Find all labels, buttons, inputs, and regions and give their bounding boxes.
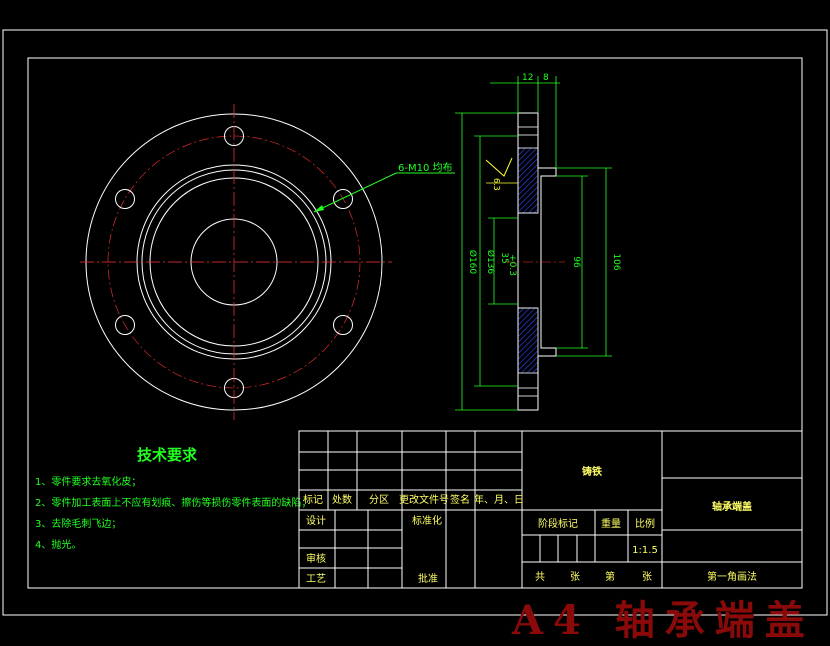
section-view: 12 8 Ø160 Ø136 35 +0.3 96 106 6.3 <box>455 73 621 411</box>
roughness-value: 6.3 <box>492 178 501 191</box>
title-block-text: 铸铁 轴承端盖 标记 处数 分区 更改文件号 签名 年、月、日 设计 标准化 审… <box>303 465 757 585</box>
tb-header-label: 年、月、日 <box>474 493 524 506</box>
tech-item: 4、抛光。 <box>35 538 81 551</box>
bolt-hole <box>333 189 353 209</box>
tech-requirements: 技术要求 1、零件要求去氧化皮； 2、零件加工表面上不应有划痕、擦伤等损伤零件表… <box>35 446 311 551</box>
tb-number: 第 <box>605 570 615 583</box>
tech-item: 1、零件要求去氧化皮； <box>35 475 141 488</box>
tb-scale-label: 比例 <box>635 517 655 530</box>
outer-frame <box>2 29 828 616</box>
tech-item: 3、去除毛刺飞边； <box>35 517 121 530</box>
title-block <box>298 430 803 589</box>
watermark-text: A4 轴承端盖 <box>512 597 815 644</box>
hole-lower <box>517 387 539 397</box>
tb-header-label: 处数 <box>332 493 352 506</box>
tb-total: 共 <box>535 571 545 583</box>
dim-tolerance: +0.3 <box>507 254 517 276</box>
tech-item: 2、零件加工表面上不应有划痕、擦伤等损伤零件表面的缺陷； <box>35 496 311 509</box>
roughness-symbol <box>485 157 513 177</box>
hatch-lower <box>517 307 539 374</box>
dim-d136: Ø136 <box>485 250 496 275</box>
hatch-upper <box>517 147 539 214</box>
tb-sheets: 张 <box>570 571 580 583</box>
tb-header-label: 签名 <box>450 493 470 506</box>
tb-stage-mark: 阶段标记 <box>538 517 578 530</box>
dim-12: 12 <box>522 73 533 83</box>
tb-weight: 重量 <box>601 517 621 530</box>
tb-review: 审核 <box>306 552 326 565</box>
material: 铸铁 <box>582 465 602 478</box>
dim-8: 8 <box>543 73 549 83</box>
part-name: 轴承端盖 <box>712 500 752 513</box>
bolt-circle <box>107 135 361 389</box>
dim-35: 35 <box>499 252 509 263</box>
tb-header-label: 分区 <box>369 494 389 506</box>
tech-title: 技术要求 <box>137 446 198 464</box>
dim-d160: Ø160 <box>467 250 478 275</box>
dim-106: 106 <box>611 253 621 270</box>
tb-design: 设计 <box>306 514 326 527</box>
front-view: 6-M10 均布 <box>80 104 455 420</box>
bolt-hole <box>333 315 353 335</box>
tb-sheet: 张 <box>642 571 652 583</box>
tb-approve: 批准 <box>418 572 438 585</box>
dim-96: 96 <box>571 256 581 268</box>
tb-header-label: 标记 <box>303 494 323 506</box>
hole-leader <box>313 172 397 213</box>
tb-process: 工艺 <box>306 573 326 585</box>
bolt-hole <box>115 315 135 335</box>
tb-scale-value: 1:1.5 <box>632 545 658 556</box>
tb-header-label: 更改文件号 <box>399 493 449 506</box>
hole-callout-text: 6-M10 均布 <box>398 162 453 174</box>
hole-upper <box>517 126 539 136</box>
tb-standardization: 标准化 <box>412 514 442 527</box>
bolt-hole <box>115 189 135 209</box>
leader-arrow <box>314 205 324 212</box>
tb-projection: 第一角画法 <box>707 570 757 583</box>
